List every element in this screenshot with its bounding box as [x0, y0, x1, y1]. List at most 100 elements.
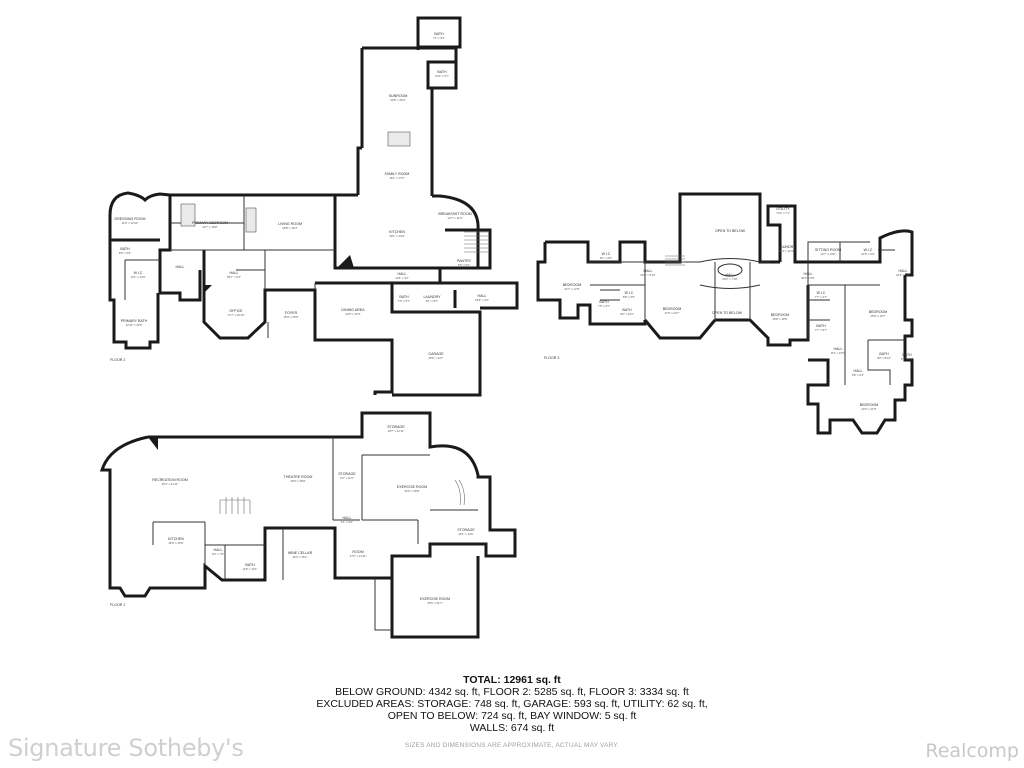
room-dimension: 19'9" x 4'2"	[475, 298, 489, 302]
room-dimension: 11'6" x 12'10"	[122, 221, 139, 225]
svg-text:W.I.C: W.I.C	[602, 252, 611, 256]
svg-text:BATH: BATH	[622, 308, 632, 312]
svg-text:30'8" x 29'3": 30'8" x 29'3"	[390, 98, 405, 102]
svg-text:HALL: HALL	[214, 548, 223, 552]
room-label: KITCHEN	[389, 230, 405, 234]
room-dimension: 9'5" x 10'2"	[620, 312, 634, 316]
room-label: OPEN TO BELOW	[712, 311, 743, 315]
room-dimension: 17'6" x 21'11"	[350, 554, 367, 558]
svg-text:GARAGE: GARAGE	[428, 352, 444, 356]
room-label: HALL	[804, 272, 813, 276]
room-dimension: 26'5" x 21'7"	[427, 601, 442, 605]
room-label: DINING AREA	[341, 308, 365, 312]
room-label: BATH	[245, 563, 255, 567]
svg-text:HALL: HALL	[854, 369, 863, 373]
svg-text:SITTING ROOM: SITTING ROOM	[815, 248, 841, 252]
svg-text:FLOOR 2: FLOOR 2	[110, 358, 125, 362]
room-label: LAUNDRY	[778, 245, 796, 249]
room-label: HALL	[726, 273, 735, 277]
svg-text:HALL: HALL	[398, 272, 407, 276]
f1-outline	[99, 411, 517, 639]
room-label: KITCHEN	[168, 537, 184, 541]
svg-text:HALL: HALL	[230, 271, 239, 275]
room-label: OPEN TO BELOW	[715, 229, 746, 233]
room-label: UTILITY	[776, 207, 790, 211]
svg-text:18'1" x 17'6": 18'1" x 17'6"	[389, 176, 404, 180]
svg-text:5'1" x 9'4": 5'1" x 9'4"	[341, 520, 353, 524]
room-dimension: 33'6" x 28'9"	[290, 479, 305, 483]
disclaimer: SIZES AND DIMENSIONS ARE APPROXIMATE, AC…	[404, 742, 620, 749]
svg-text:BREAKFAST ROOM: BREAKFAST ROOM	[438, 212, 471, 216]
room-dimension: 12'8" x 6'0"	[861, 252, 875, 256]
f3-interior-walls	[588, 241, 905, 385]
room-dimension: 17'7" x 16'10"	[228, 313, 245, 317]
room-label: FAMILY ROOM	[385, 172, 410, 176]
svg-text:HALL: HALL	[343, 516, 352, 520]
svg-text:12'7" x 14'8": 12'7" x 14'8"	[820, 252, 835, 256]
brand-watermark: Signature Sotheby's	[8, 734, 244, 762]
room-dimension: 12'7" x 14'8"	[820, 252, 835, 256]
svg-text:STORAGE: STORAGE	[338, 472, 356, 476]
area-summary: TOTAL: 12961 sq. ft BELOW GROUND: 4342 s…	[212, 674, 812, 734]
room-label: LAUNDRY	[423, 295, 441, 299]
room-label: ROOM	[352, 550, 363, 554]
room-dimension: 33'6" x 26'8"	[404, 489, 419, 493]
svg-text:22'5" x 16'4": 22'5" x 16'4"	[345, 312, 360, 316]
svg-text:KITCHEN: KITCHEN	[389, 230, 405, 234]
room-dimension: 30'6" x 24'7"	[428, 356, 443, 360]
room-dimension: 7'10" x 7'1"	[776, 211, 790, 215]
svg-text:26'5" x 21'7": 26'5" x 21'7"	[427, 601, 442, 605]
total-area: TOTAL: 12961 sq. ft	[463, 674, 561, 686]
svg-text:7'10" x 7'1": 7'10" x 7'1"	[776, 211, 790, 215]
room-dimension: 7'7" x 4'7"	[815, 295, 827, 299]
svg-text:HALL: HALL	[176, 265, 185, 269]
svg-text:7'1" x 8'1": 7'1" x 8'1"	[433, 36, 445, 40]
room-dimension: 7'1" x 8'1"	[433, 36, 445, 40]
svg-text:FLOOR 3: FLOOR 3	[544, 356, 559, 360]
room-label: BEDROOM	[860, 403, 879, 407]
room-dimension: 30'8" x 29'3"	[390, 98, 405, 102]
summary-line-walls: WALLS: 674 sq. ft	[469, 722, 555, 734]
room-label: W.I.C	[134, 271, 143, 275]
svg-text:WINE CELLAR: WINE CELLAR	[288, 551, 313, 555]
svg-text:BATH: BATH	[437, 70, 447, 74]
svg-text:56'7" x 5'4": 56'7" x 5'4"	[227, 275, 241, 279]
room-dimension: 7'5" x 9'7"	[598, 304, 610, 308]
room-label: EXERCISE ROOM	[397, 485, 427, 489]
svg-text:BATH: BATH	[245, 563, 255, 567]
room-label: WINE CELLAR	[288, 551, 313, 555]
svg-text:6'10" x 5'7": 6'10" x 5'7"	[435, 74, 449, 78]
svg-text:RECREATION ROOM: RECREATION ROOM	[152, 478, 187, 482]
svg-text:8'1" x 8'1": 8'1" x 8'1"	[426, 299, 438, 303]
f2-tub-icon	[180, 203, 196, 227]
room-dimension: 16'4" x 16'1"	[292, 555, 307, 559]
floor-3-plan: OPEN TO BELOW UTILITY 7'10" x 7'1" LAUND…	[536, 192, 914, 435]
svg-text:KITCHEN: KITCHEN	[168, 537, 184, 541]
svg-text:28'8" x 18'4": 28'8" x 18'4"	[282, 226, 297, 230]
room-dimension: 8'8" x 5'0"	[623, 295, 635, 299]
svg-text:6'2" x 11'9": 6'2" x 11'9"	[340, 476, 354, 480]
svg-text:BATH: BATH	[816, 324, 826, 328]
room-dimension: 10'2" x 6'3"	[896, 273, 910, 277]
summary-line-open: OPEN TO BELOW: 724 sq. ft, BAY WINDOW: 5…	[387, 710, 637, 722]
svg-text:PRIMARY BATH: PRIMARY BATH	[121, 319, 148, 323]
room-dimension: 28'8" x 18'4"	[282, 226, 297, 230]
svg-text:BATH: BATH	[434, 32, 444, 36]
svg-text:THEATRE ROOM: THEATRE ROOM	[284, 475, 313, 479]
svg-text:SUNROOM: SUNROOM	[389, 94, 408, 98]
svg-text:7'7" x 8'7": 7'7" x 8'7"	[815, 328, 827, 332]
room-label: HALL	[398, 272, 407, 276]
svg-text:BATH: BATH	[120, 247, 130, 251]
room-label: BEDROOM	[771, 313, 790, 317]
f3-outline	[536, 192, 914, 435]
room-dimension: 7'7" x 8'7"	[815, 328, 827, 332]
room-label: BEDROOM	[663, 307, 682, 311]
svg-text:DINING AREA: DINING AREA	[341, 308, 365, 312]
room-label: HALL	[644, 269, 653, 273]
svg-text:17'6" x 21'11": 17'6" x 21'11"	[350, 554, 367, 558]
room-dimension: 46'1" x 41'11"	[162, 482, 179, 486]
svg-text:11'8" x 10'1": 11'8" x 10'1"	[242, 567, 257, 571]
svg-text:HALL: HALL	[834, 347, 843, 351]
svg-text:W.I.C: W.I.C	[864, 248, 873, 252]
room-dimension: 8'5" x 5'5"	[119, 251, 131, 255]
